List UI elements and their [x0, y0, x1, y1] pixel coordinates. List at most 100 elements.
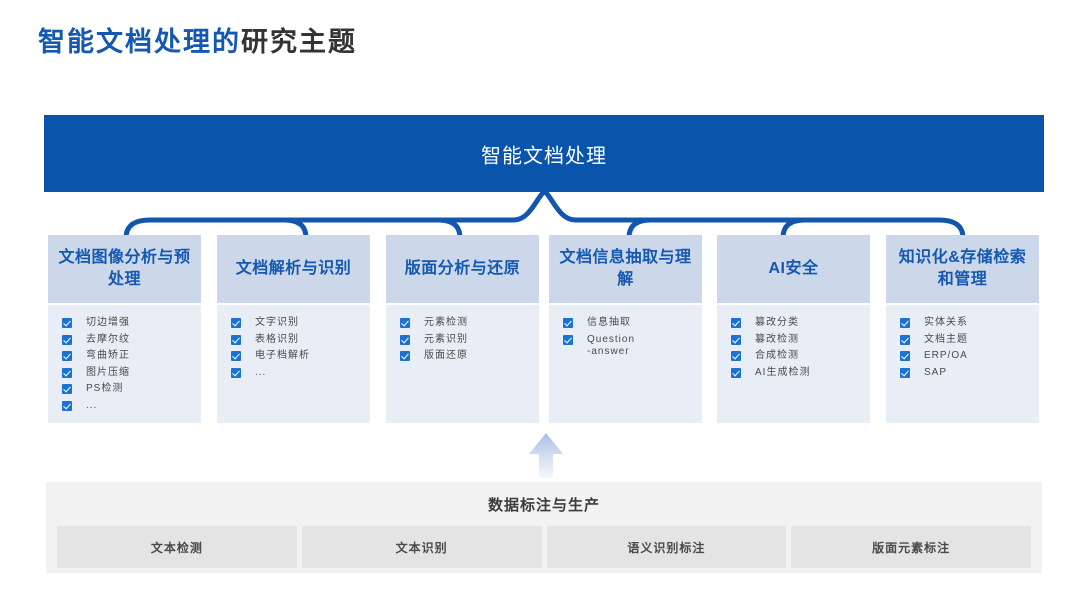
- checkbox-checked-icon[interactable]: [400, 334, 410, 345]
- checklist-item-label: ...: [255, 366, 267, 378]
- checklist-item[interactable]: 文字识别: [231, 317, 370, 330]
- upward-arrow-svg: [529, 433, 563, 478]
- checklist-item[interactable]: 图片压缩: [62, 367, 201, 380]
- checkbox-checked-icon[interactable]: [62, 400, 72, 411]
- checklist-item-label: 篡改检测: [755, 333, 799, 345]
- data-cell-1[interactable]: 文本检测: [57, 526, 297, 568]
- pillar-header-6: 知识化&存储检索和管理: [886, 235, 1039, 303]
- checklist-item[interactable]: ...: [231, 367, 370, 380]
- checklist-item-label: Question -answer: [587, 333, 636, 358]
- checklist-item-label: PS检测: [86, 383, 124, 394]
- checkbox-checked-icon[interactable]: [231, 334, 241, 345]
- pillar-body-4: 信息抽取 Question -answer: [549, 305, 702, 423]
- checklist-item[interactable]: 元素检测: [400, 317, 539, 330]
- checkbox-checked-icon[interactable]: [900, 334, 910, 345]
- checkbox-checked-icon[interactable]: [563, 334, 573, 345]
- pillar-column-6[interactable]: 知识化&存储检索和管理 实体关系文档主题 ERP/OA SAP: [886, 235, 1039, 423]
- pillar-header-5: AI安全: [717, 235, 870, 303]
- checklist-item-label: 实体关系: [924, 317, 968, 328]
- data-cell-2[interactable]: 文本识别: [301, 526, 542, 568]
- checklist-item[interactable]: 弯曲矫正: [62, 350, 201, 363]
- checkbox-checked-icon[interactable]: [62, 318, 72, 328]
- pillar-column-5[interactable]: AI安全 篡改分类篡改检测合成检测 AI生成检测: [717, 235, 870, 423]
- checklist-item[interactable]: 元素识别: [400, 334, 539, 347]
- checklist-item[interactable]: 电子档解析: [231, 350, 370, 363]
- checkbox-checked-icon[interactable]: [62, 367, 72, 378]
- checklist-item-label: 电子档解析: [255, 350, 310, 361]
- checklist-item-label: ...: [86, 399, 98, 411]
- checklist-item[interactable]: 表格识别: [231, 334, 370, 347]
- checklist-item-label: 合成检测: [755, 350, 799, 361]
- checkbox-checked-icon[interactable]: [731, 367, 741, 378]
- pillar-body-2: 文字识别表格识别电子档解析...: [217, 305, 370, 423]
- checklist-item-label: AI生成检测: [755, 366, 811, 378]
- checkbox-checked-icon[interactable]: [900, 367, 910, 378]
- brace-center-left-peak: [511, 189, 548, 223]
- brace-connector: [44, 189, 1044, 241]
- pillar-body-1: 切边增强去摩尔纹弯曲矫正图片压缩 PS检测...: [48, 305, 201, 423]
- pillar-body-6: 实体关系文档主题 ERP/OA SAP: [886, 305, 1039, 423]
- checklist-item[interactable]: PS检测: [62, 383, 201, 396]
- checklist-item[interactable]: 篡改分类: [731, 317, 870, 330]
- checklist-item-label: 文档主题: [924, 333, 968, 345]
- pillar-header-2: 文档解析与识别: [217, 235, 370, 303]
- checkbox-checked-icon[interactable]: [731, 334, 741, 345]
- checklist-item[interactable]: 版面还原: [400, 350, 539, 363]
- checkbox-checked-icon[interactable]: [231, 351, 241, 361]
- upward-arrow-icon: [528, 432, 564, 478]
- pillar-column-1[interactable]: 文档图像分析与预处理 切边增强去摩尔纹弯曲矫正图片压缩 PS检测...: [48, 235, 201, 423]
- checklist-item[interactable]: 去摩尔纹: [62, 334, 201, 347]
- checkbox-checked-icon[interactable]: [731, 318, 741, 328]
- checklist-item-label: 版面还原: [424, 350, 468, 361]
- checklist-item[interactable]: SAP: [900, 367, 1039, 380]
- checkbox-checked-icon[interactable]: [731, 351, 741, 361]
- checkbox-checked-icon[interactable]: [231, 367, 241, 378]
- data-cell-3[interactable]: 语义识别标注: [546, 526, 787, 568]
- checklist-item[interactable]: AI生成检测: [731, 367, 870, 380]
- checklist-item[interactable]: 信息抽取: [563, 317, 702, 330]
- checklist-item-label: 篡改分类: [755, 317, 799, 328]
- brace-connector-svg: [123, 189, 966, 241]
- checklist-item-label: ERP/OA: [924, 350, 968, 361]
- checklist-item[interactable]: 切边增强: [62, 317, 201, 330]
- pillar-body-3: 元素检测元素识别版面还原: [386, 305, 539, 423]
- data-production-cell-row: 文本检测 文本识别 语义识别标注 版面元素标注: [57, 526, 1031, 568]
- root-node-banner: 智能文档处理: [44, 115, 1044, 192]
- checklist-item[interactable]: ...: [62, 400, 201, 413]
- checklist-item-label: 图片压缩: [86, 366, 130, 378]
- checkbox-checked-icon[interactable]: [62, 334, 72, 345]
- data-cell-4[interactable]: 版面元素标注: [791, 526, 1031, 568]
- checkbox-checked-icon[interactable]: [231, 318, 241, 328]
- pillar-column-3[interactable]: 版面分析与还原 元素检测元素识别版面还原: [386, 235, 539, 423]
- checkbox-checked-icon[interactable]: [62, 351, 72, 361]
- data-production-title: 数据标注与生产: [487, 496, 600, 514]
- checkbox-checked-icon[interactable]: [900, 351, 910, 361]
- page-title-blue-part: 智能文档处理的: [38, 27, 241, 57]
- page-title: 智能文档处理的研究主题: [38, 20, 357, 59]
- brace-center-right-peak: [541, 189, 578, 223]
- checklist-item-label: 切边增强: [86, 317, 130, 328]
- checklist-item[interactable]: Question -answer: [563, 334, 702, 359]
- checklist-item[interactable]: ERP/OA: [900, 350, 1039, 363]
- pillar-column-2[interactable]: 文档解析与识别 文字识别表格识别电子档解析...: [217, 235, 370, 423]
- checklist-item-label: 表格识别: [255, 333, 299, 345]
- checklist-item[interactable]: 文档主题: [900, 334, 1039, 347]
- data-production-block: 数据标注与生产 文本检测 文本识别 语义识别标注 版面元素标注: [46, 482, 1042, 573]
- checklist-item-label: 元素识别: [424, 333, 468, 345]
- checklist-item[interactable]: 实体关系: [900, 317, 1039, 330]
- checkbox-checked-icon[interactable]: [563, 318, 573, 328]
- pillar-body-5: 篡改分类篡改检测合成检测 AI生成检测: [717, 305, 870, 423]
- checklist-item-label: 信息抽取: [587, 317, 631, 328]
- checkbox-checked-icon[interactable]: [400, 351, 410, 361]
- checklist-item-label: 文字识别: [255, 317, 299, 328]
- checkbox-checked-icon[interactable]: [62, 384, 72, 394]
- checkbox-checked-icon[interactable]: [900, 318, 910, 328]
- checklist-item[interactable]: 篡改检测: [731, 334, 870, 347]
- checklist-item[interactable]: 合成检测: [731, 350, 870, 363]
- checklist-item-label: 去摩尔纹: [86, 333, 130, 345]
- checkbox-checked-icon[interactable]: [400, 318, 410, 328]
- pillar-header-1: 文档图像分析与预处理: [48, 235, 201, 303]
- checklist-item-label: 弯曲矫正: [86, 350, 130, 361]
- root-node-label: 智能文档处理: [481, 145, 607, 167]
